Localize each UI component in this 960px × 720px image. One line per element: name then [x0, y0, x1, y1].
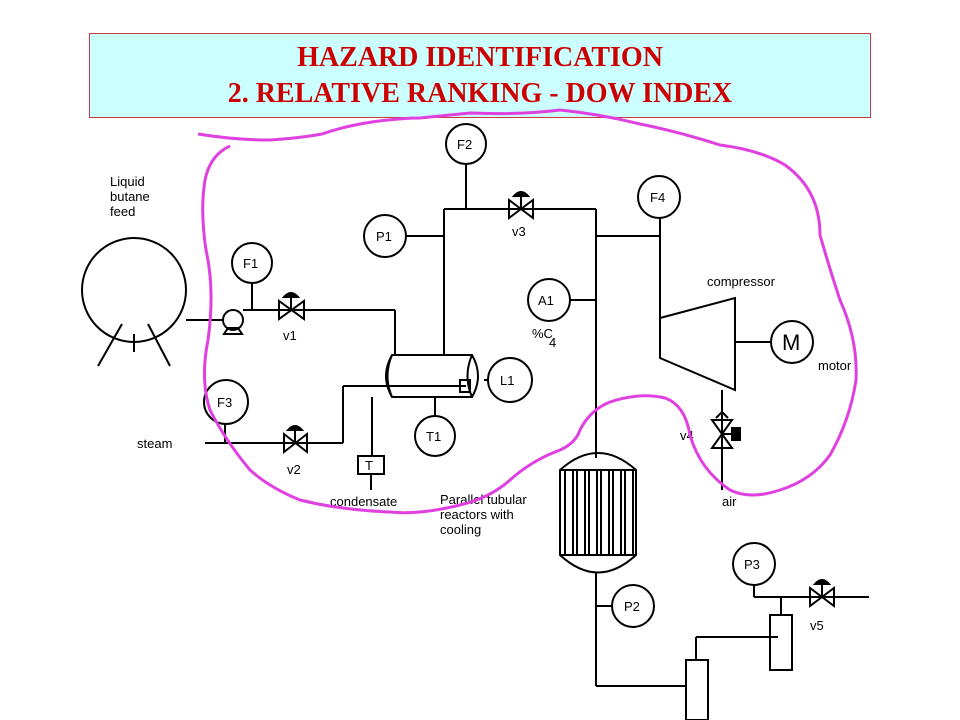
t1-label: T1 — [426, 429, 441, 444]
butane-feed-tank — [81, 237, 187, 367]
level-indicator-l1[interactable] — [487, 357, 533, 403]
motor — [770, 320, 814, 364]
v5-label: v5 — [810, 618, 824, 633]
motor-symbol: M — [782, 330, 800, 355]
f1-label: F1 — [243, 256, 258, 271]
a1-label: A1 — [538, 293, 554, 308]
v3-label: v3 — [512, 224, 526, 239]
p2-label: P2 — [624, 599, 640, 614]
feed-label-line-3: feed — [110, 204, 135, 219]
f3-label: F3 — [217, 395, 232, 410]
reactor-label-line-2: reactors with — [440, 507, 514, 522]
reactor-label-line-1: Parallel tubular — [440, 492, 527, 507]
feed-pump-icon — [222, 309, 244, 335]
feed-label-line-1: Liquid — [110, 174, 145, 189]
temperature-indicator-t1[interactable] — [414, 415, 456, 457]
p3-outlet-label: P3 — [744, 557, 760, 572]
condensate-label: condensate — [330, 494, 397, 509]
title-line-2: 2. RELATIVE RANKING - DOW INDEX — [227, 78, 733, 109]
valve-v2-icon[interactable] — [283, 425, 308, 455]
reactor-label-line-3: cooling — [440, 522, 481, 537]
flow-indicator-f1[interactable] — [231, 242, 273, 284]
analyzer-subscript-label: 4 — [549, 335, 556, 350]
v1-label: v1 — [283, 328, 297, 343]
title-line-1: HAZARD IDENTIFICATION — [297, 42, 663, 73]
tubular-reactor — [559, 452, 637, 574]
f4-label: F4 — [650, 190, 665, 205]
feed-label-line-2: butane — [110, 189, 150, 204]
trap-label: T — [365, 458, 373, 473]
valve-v1-icon[interactable] — [278, 292, 305, 321]
p1-label: P1 — [376, 229, 392, 244]
pressure-indicator-p3-outlet[interactable] — [732, 542, 776, 586]
heat-exchanger — [342, 354, 479, 456]
flow-indicator-f4[interactable] — [637, 175, 681, 219]
flow-indicator-f3[interactable] — [203, 379, 249, 425]
separator-vessel-2 — [769, 614, 793, 671]
steam-label: steam — [137, 436, 172, 451]
slide-title: HAZARD IDENTIFICATION 2. RELATIVE RANKIN… — [89, 33, 871, 118]
pressure-indicator-p2[interactable] — [611, 584, 655, 628]
f2-label: F2 — [457, 137, 472, 152]
v2-label: v2 — [287, 462, 301, 477]
pressure-indicator-p1[interactable] — [363, 214, 407, 258]
valve-v5-icon[interactable] — [809, 579, 835, 608]
valve-v4-icon[interactable] — [710, 411, 741, 449]
l1-label: L1 — [500, 373, 514, 388]
analyzer-a1[interactable] — [527, 278, 571, 322]
air-label: air — [722, 494, 737, 509]
motor-label: motor — [818, 358, 852, 373]
separator-vessel-1 — [685, 659, 709, 720]
hazard-boundary-outline — [197, 108, 858, 515]
valve-v3-icon[interactable] — [508, 191, 534, 220]
analyzer-component-label: %C — [532, 326, 553, 341]
compressor — [659, 296, 736, 392]
flow-indicator-f2[interactable] — [445, 123, 487, 165]
compressor-label: compressor — [707, 274, 776, 289]
